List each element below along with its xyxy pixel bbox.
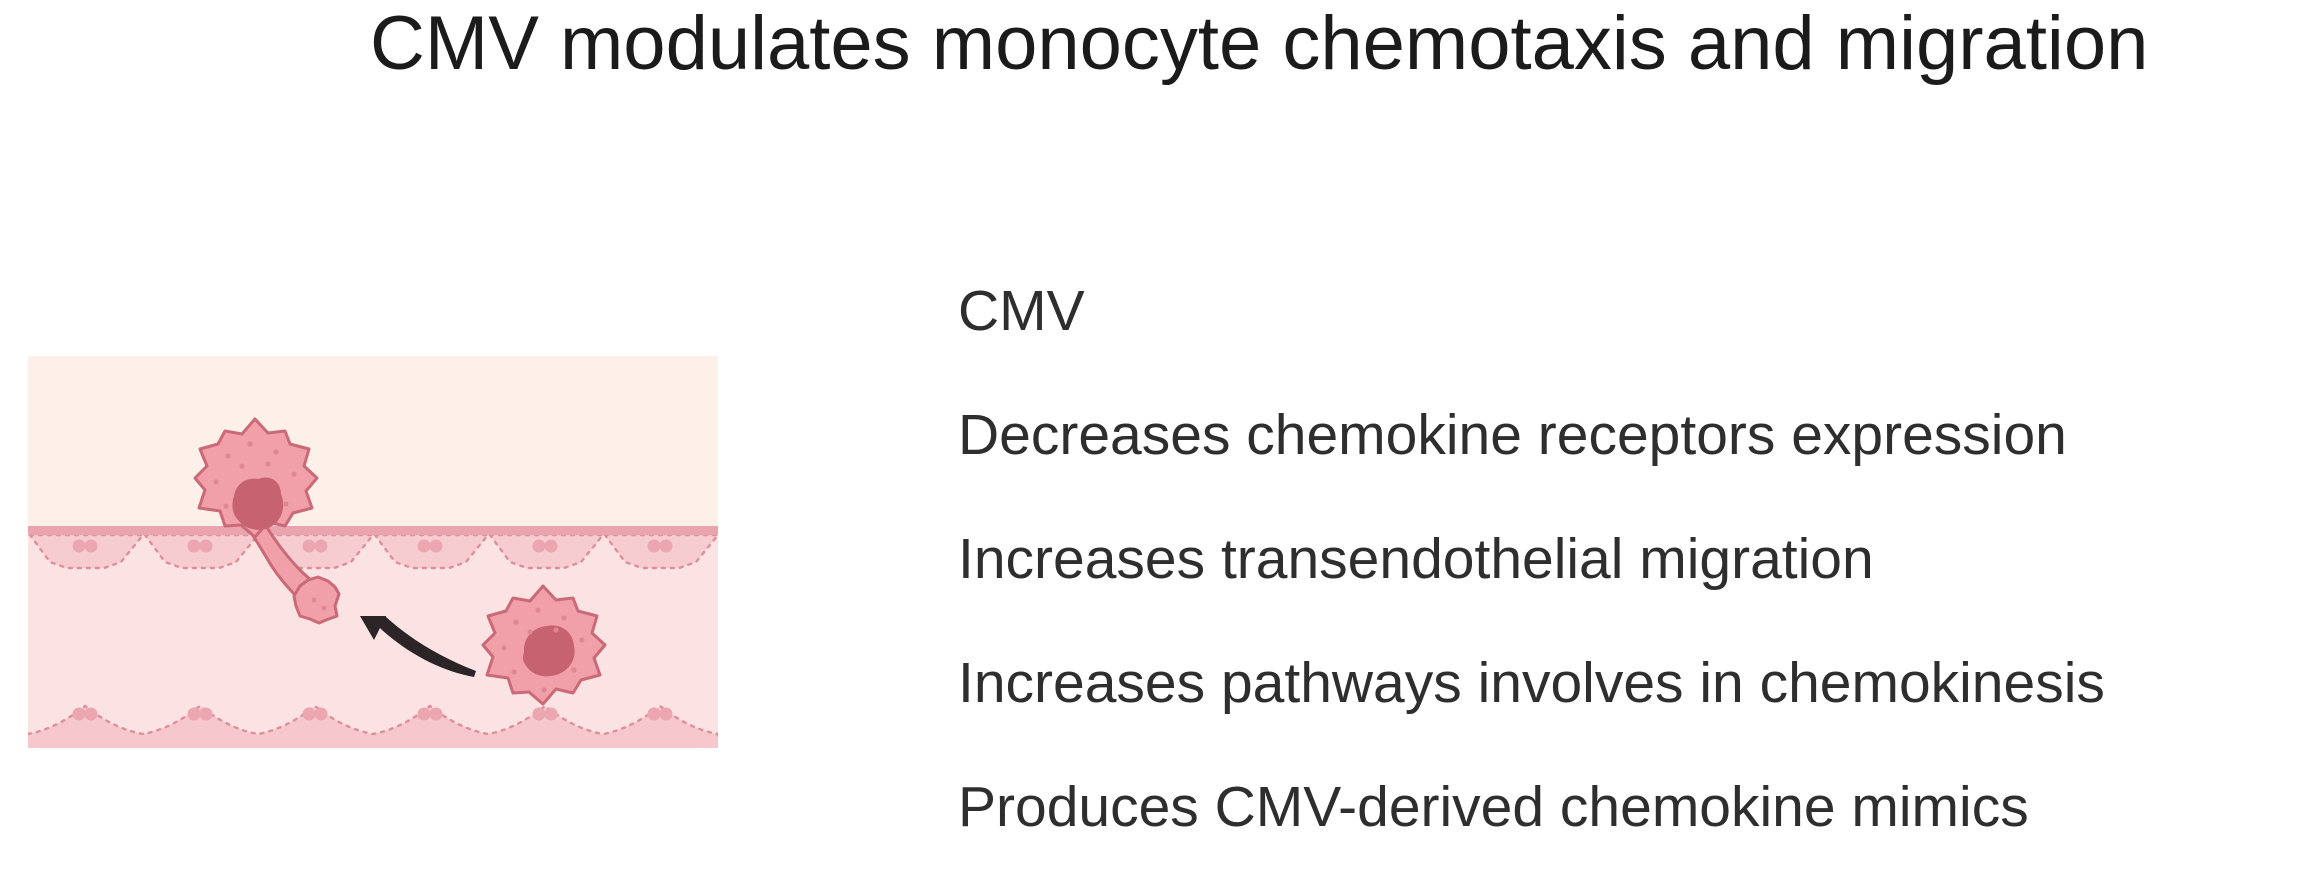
endothelial-layer-bottom: [28, 704, 718, 748]
monocyte-nucleus: [523, 625, 575, 677]
list-item-chemokine-mimics: Produces CMV-derived chemokine mimics: [958, 775, 2029, 839]
endothelial-layer-top: [28, 526, 718, 570]
vessel-lumen: [28, 532, 718, 748]
blood-vessel-illustration: [28, 356, 718, 748]
monocyte-nucleus: [232, 477, 284, 530]
vessel-cross-section: [28, 356, 718, 748]
endothelial-cell: [142, 533, 261, 570]
monocyte-pseudopod: [246, 524, 315, 601]
endothelial-nuclei: [72, 707, 673, 721]
arrow-shaft: [376, 616, 476, 677]
lumen-monocyte-icon: [481, 584, 607, 706]
monocyte-granules: [501, 607, 585, 693]
list-item-transendothelial-migration: Increases transendothelial migration: [958, 527, 1874, 591]
endothelial-cell: [372, 533, 491, 570]
monocyte-pseudopod-bulb: [292, 575, 341, 625]
arrow-head: [360, 616, 386, 640]
endothelial-cell: [487, 533, 606, 570]
list-item-cmv: CMV: [958, 279, 1085, 343]
page-title: CMV modulates monocyte chemotaxis and mi…: [370, 1, 2149, 86]
endothelial-cell: [602, 533, 718, 570]
monocyte-granules: [213, 441, 327, 611]
transmigrating-monocyte-icon: [193, 417, 341, 625]
perivascular-tissue: [28, 356, 718, 532]
migration-arrow-icon: [360, 616, 476, 677]
effects-list: CMV Decreases chemokine receptors expres…: [958, 249, 2105, 869]
list-item-chemokinesis-pathways: Increases pathways involves in chemokine…: [958, 651, 2105, 715]
list-item-chemokine-receptors: Decreases chemokine receptors expression: [958, 403, 2067, 467]
endothelium-apical-line: [28, 526, 718, 535]
endothelium-basal-strip: [28, 737, 718, 748]
endothelial-cell: [28, 533, 146, 570]
